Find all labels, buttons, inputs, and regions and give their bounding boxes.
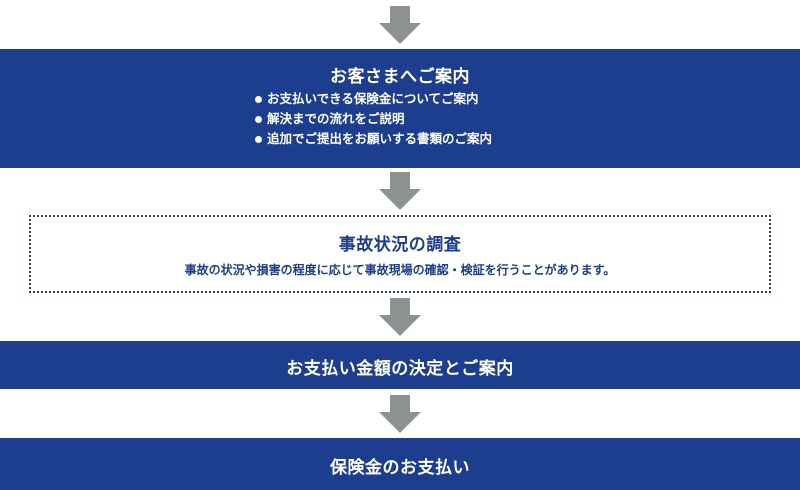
bullet-item: 追加でご提出をお願いする書類のご案内 (255, 129, 492, 149)
step-payment-title: 保険金のお支払い (330, 458, 470, 478)
step-amount-decision-title: お支払い金額の決定とご案内 (286, 359, 514, 379)
bullet-text: 追加でご提出をお願いする書類のご案内 (267, 131, 493, 146)
flow-arrow-down-icon (379, 395, 421, 433)
arrow-down-icon (379, 395, 421, 433)
bullet-text: お支払いできる保険金についてご案内 (267, 91, 479, 106)
step-payment-panel: 保険金のお支払い (0, 438, 800, 490)
step-amount-decision-panel: お支払い金額の決定とご案内 (0, 341, 800, 389)
flow-arrow-down-icon (379, 172, 421, 210)
step-investigation-title: 事故状況の調査 (338, 235, 462, 255)
bullet-text: 解決までの流れをご説明 (267, 111, 405, 126)
arrow-down-icon (379, 172, 421, 210)
flow-arrow-down-icon (379, 298, 421, 336)
bullet-dot-icon (255, 115, 262, 123)
flow-arrow-down-icon (379, 6, 421, 44)
bullet-dot-icon (255, 135, 262, 143)
step-guidance-panel: お客さまへご案内 お支払いできる保険金についてご案内 解決までの流れをご説明 追… (0, 49, 800, 168)
step-guidance-bullet-list: お支払いできる保険金についてご案内 解決までの流れをご説明 追加でご提出をお願い… (255, 89, 492, 149)
bullet-item: 解決までの流れをご説明 (255, 109, 492, 129)
step-guidance-title: お客さまへご案内 (330, 67, 470, 87)
arrow-down-icon (379, 6, 421, 44)
bullet-dot-icon (255, 95, 262, 103)
step-investigation-description: 事故の状況や損害の程度に応じて事故現場の確認・検証を行うことがあります。 (184, 263, 616, 277)
arrow-down-icon (379, 298, 421, 336)
step-investigation-panel: 事故状況の調査 事故の状況や損害の程度に応じて事故現場の確認・検証を行うことがあ… (29, 215, 771, 293)
bullet-item: お支払いできる保険金についてご案内 (255, 89, 492, 109)
